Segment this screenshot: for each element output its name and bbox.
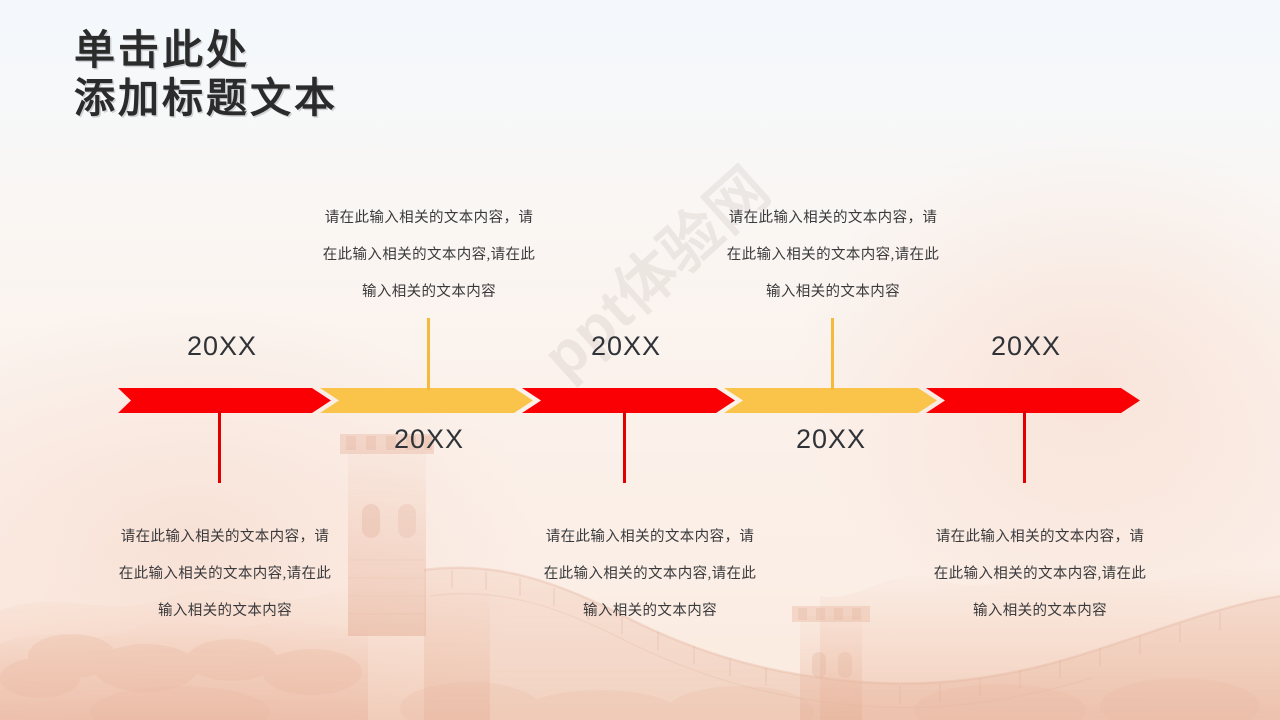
milestone-text-3: 请在此输入相关的文本内容，请 在此输入相关的文本内容,请在此 输入相关的文本内容: [543, 529, 757, 619]
milestone-text-2: 请在此输入相关的文本内容，请 在此输入相关的文本内容,请在此 输入相关的文本内容: [322, 210, 536, 300]
timeline-segment-2: [320, 388, 533, 413]
milestone-year-5: 20XX: [990, 331, 1062, 361]
milestone-year-2: 20XX: [393, 424, 465, 454]
timeline-segment-4: [724, 388, 937, 413]
watch-tower-right: [792, 606, 870, 720]
milestone-text-5: 请在此输入相关的文本内容，请 在此输入相关的文本内容,请在此 输入相关的文本内容: [933, 529, 1147, 619]
milestone-text-4: 请在此输入相关的文本内容，请 在此输入相关的文本内容,请在此 输入相关的文本内容: [726, 210, 940, 300]
watch-tower-left: [340, 434, 434, 636]
timeline-stem-2: [427, 318, 430, 390]
page-title: 单击此处 添加标题文本: [74, 27, 338, 121]
milestone-year-1: 20XX: [186, 331, 258, 361]
timeline-segment-5: [926, 388, 1140, 413]
timeline-segment-1: [118, 388, 331, 413]
great-wall-background-illustration: [0, 420, 1280, 720]
timeline-segment-3: [522, 388, 735, 413]
milestone-year-4: 20XX: [795, 424, 867, 454]
timeline-stem-4: [831, 318, 834, 390]
milestone-year-3: 20XX: [590, 331, 662, 361]
milestone-text-1: 请在此输入相关的文本内容，请 在此输入相关的文本内容,请在此 输入相关的文本内容: [118, 529, 332, 619]
